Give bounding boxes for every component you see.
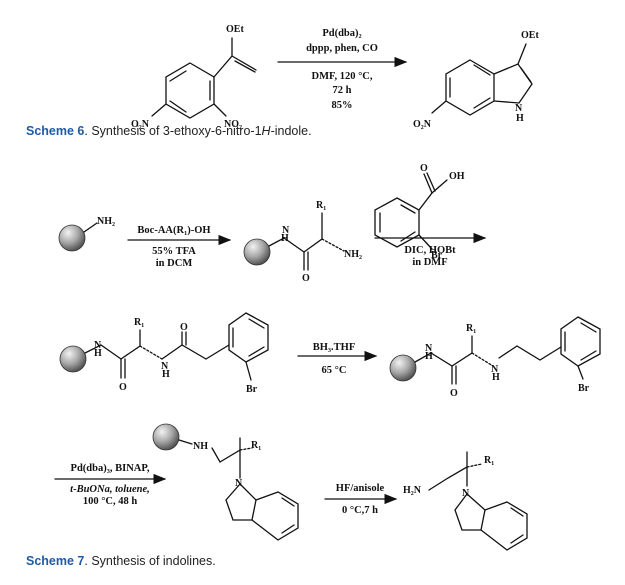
label-r1: R₁ (466, 323, 476, 334)
step4-catalyst: Pd(dba)₃, BINAP, (71, 463, 150, 474)
label-br: Br (578, 383, 590, 394)
label-oh: OH (449, 171, 465, 182)
resin-bead (243, 238, 271, 266)
intermediate-1: N H R₁ NH₂ O (243, 200, 362, 284)
caption-text: . Synthesis of indolines. (84, 554, 216, 568)
label-r1: R₁ (251, 440, 261, 451)
caption-label: Scheme 6 (26, 124, 85, 138)
label-no2: NO₂ (224, 119, 242, 130)
resin-bead (59, 345, 87, 373)
resin-bead (152, 423, 180, 451)
step1-deprotection: 55% TFA (152, 246, 196, 257)
intermediate-2: N H R₁ O O N H Br (59, 312, 269, 395)
condition-time: 72 h (333, 85, 352, 96)
step1-reagent: Boc-AA(R₁)-OH (137, 225, 210, 236)
label-n: N (161, 361, 169, 372)
label-r1: R₁ (134, 317, 144, 328)
label-o: O (119, 382, 127, 393)
caption-end: -indole. (270, 124, 312, 138)
step4-temperature: 100 °C, 48 h (83, 496, 138, 507)
label-o: O (180, 322, 188, 333)
scheme6-caption: Scheme 6. Synthesis of 3-ethoxy-6-nitro-… (26, 124, 312, 138)
label-h: H (281, 233, 289, 244)
step2-coupling: DIC, HOBt (404, 245, 456, 256)
caption-label: Scheme 7 (26, 554, 85, 568)
label-h: H (162, 369, 170, 380)
step5-cleavage: HF/anisole (336, 483, 385, 494)
step1-solvent: in DCM (156, 258, 193, 269)
label-h2n: H₂N (403, 485, 422, 496)
label-h: H (94, 348, 102, 359)
scheme6-starting-material: OEt O₂N NO₂ (131, 24, 257, 130)
label-n: N (462, 488, 470, 499)
condition-solvent: DMF, 120 °C, (312, 71, 373, 82)
intermediate-4-resin-indoline: NH R₁ N (152, 423, 299, 541)
caption-italic: H (261, 124, 271, 138)
scheme6-product-indole: OEt O₂N N H (413, 30, 539, 130)
label-n: N (491, 364, 499, 375)
scheme7-caption: Scheme 7. Synthesis of indolines. (26, 554, 216, 568)
step2-solvent: in DMF (412, 257, 447, 268)
label-oet: OEt (226, 24, 244, 35)
label-h: H (516, 113, 524, 124)
label-n: N (235, 478, 243, 489)
label-n: N (515, 103, 523, 114)
resin-bead (58, 224, 86, 252)
label-br: Br (246, 384, 258, 395)
scheme6-conditions: Pd(dba)₂ dppp, phen, CO DMF, 120 °C, 72 … (306, 28, 378, 111)
condition-catalyst: Pd(dba)₂ (322, 28, 361, 39)
resin-bead (389, 354, 417, 382)
caption-text: . Synthesis of 3-ethoxy-6-nitro-1 (84, 124, 262, 138)
label-h: H (492, 372, 500, 383)
label-r1: R₁ (484, 455, 494, 466)
label-o: O (450, 388, 458, 399)
step3-temperature: 65 °C (322, 365, 347, 376)
label-h: H (425, 351, 433, 362)
label-n: N (94, 340, 102, 351)
label-n: N (282, 225, 290, 236)
step5-conditions: 0 °C,7 h (342, 505, 378, 516)
label-o2n: O₂N (131, 119, 150, 130)
label-o: O (420, 163, 428, 174)
label-r1: R₁ (316, 200, 326, 211)
step3-reductant: BH₃.THF (313, 342, 356, 353)
label-nh2: NH₂ (97, 216, 115, 227)
condition-ligands: dppp, phen, CO (306, 43, 378, 54)
label-o2n: O₂N (413, 119, 432, 130)
label-oet: OEt (521, 30, 539, 41)
step4-base: t-BuONa, toluene, (70, 484, 150, 495)
label-n: N (425, 343, 433, 354)
condition-yield: 85% (332, 100, 353, 111)
product-indoline: H₂N R₁ N (403, 451, 528, 551)
label-br: Br (431, 250, 443, 261)
bromophenylacetic-acid: O OH Br (374, 163, 465, 261)
label-nh: NH (193, 441, 208, 452)
label-nh2: NH₂ (344, 249, 362, 260)
label-o: O (302, 273, 310, 284)
intermediate-3: N H R₁ O N H Br (389, 316, 601, 399)
